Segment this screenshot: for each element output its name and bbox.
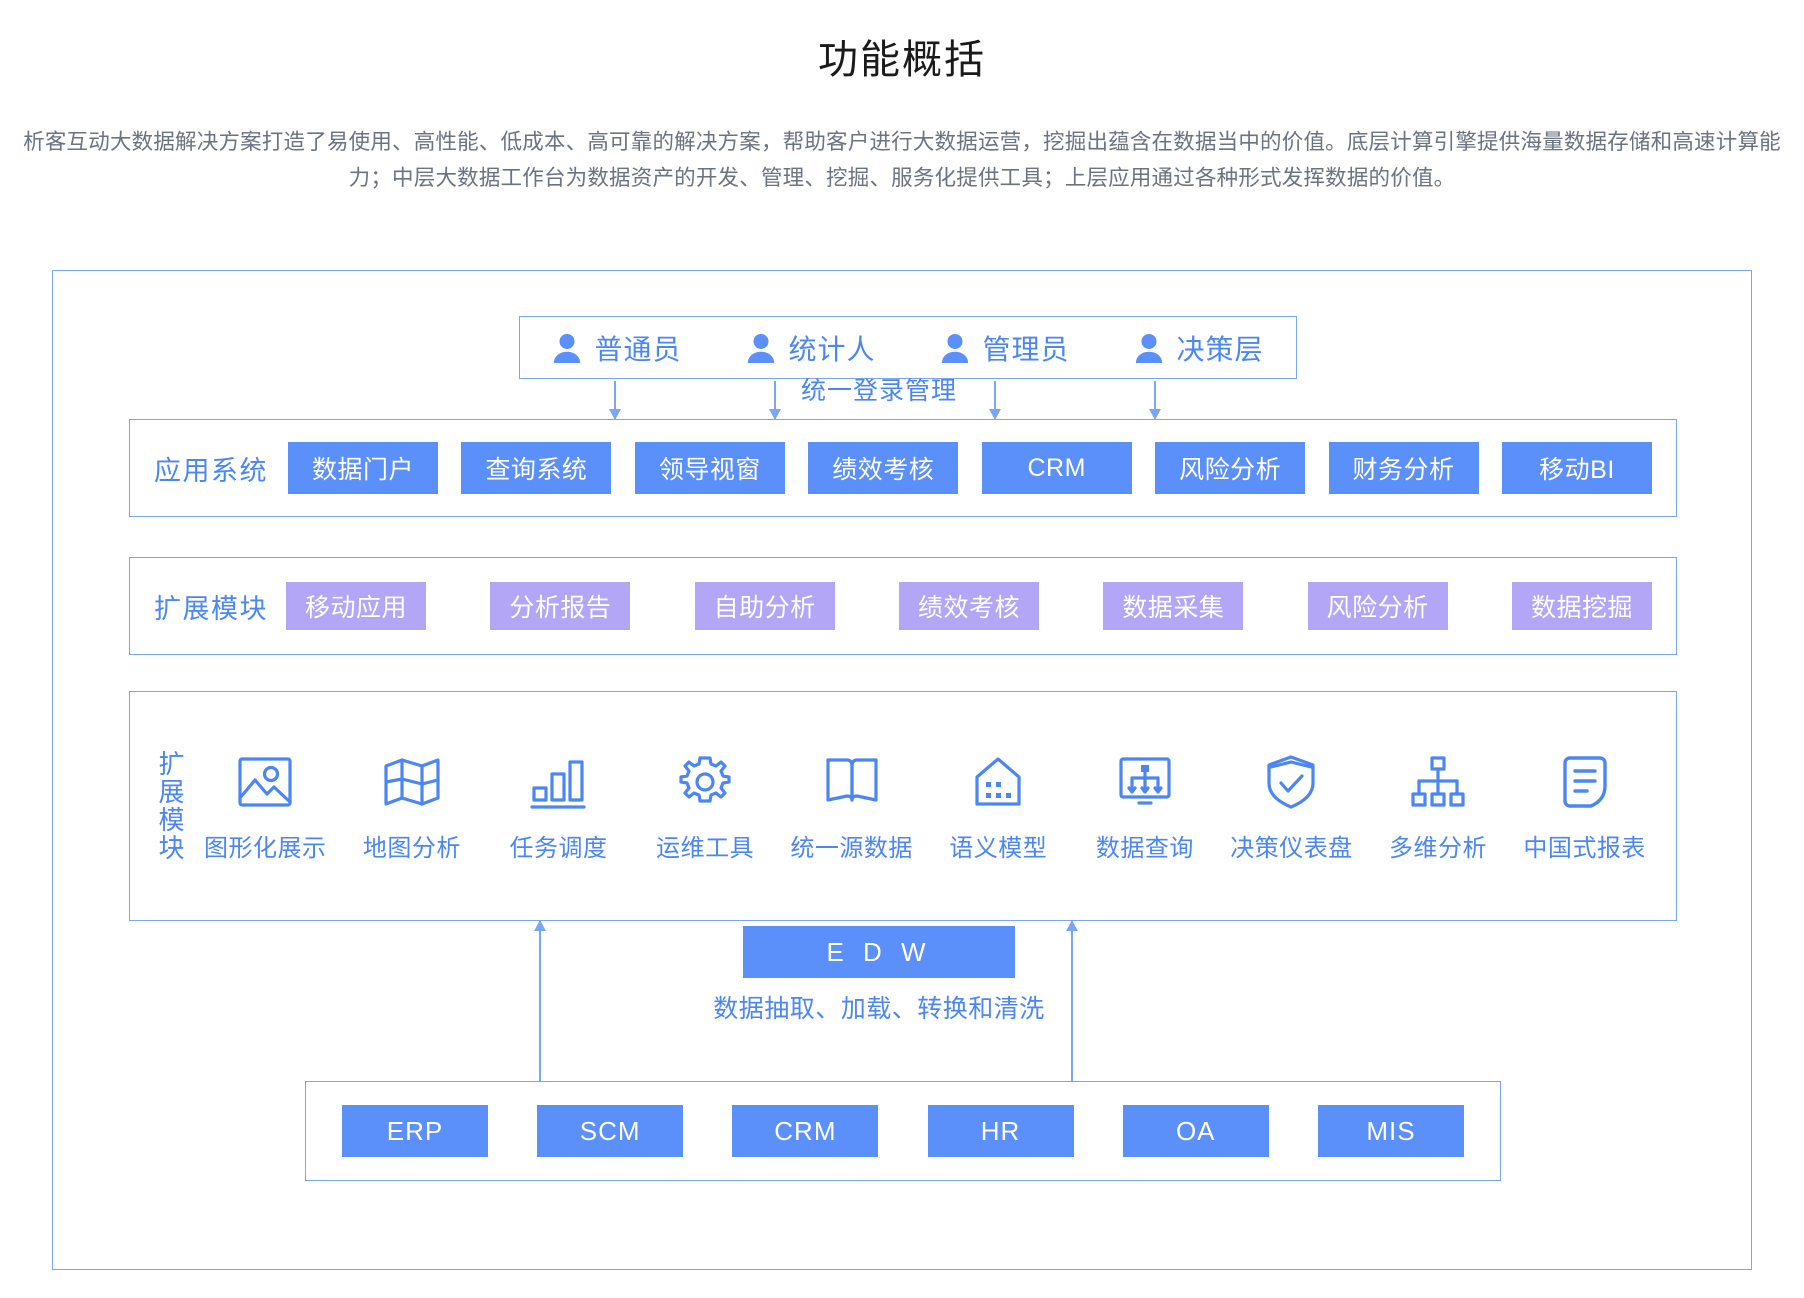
- app-chip-4[interactable]: CRM: [981, 442, 1132, 494]
- etl-arrow-left: [534, 920, 546, 1086]
- roles-bar: 普通员 统计人 管理员: [519, 316, 1297, 379]
- ext-chip-1[interactable]: 分析报告: [490, 582, 631, 630]
- tool-item-0[interactable]: 图形化展示: [199, 750, 331, 863]
- flow-arrow-2: [989, 381, 1001, 420]
- house-icon: [966, 750, 1030, 814]
- flow-arrow-0: [609, 381, 621, 420]
- bar-chart-icon: [526, 750, 590, 814]
- application-layer-band: 应用系统 数据门户 查询系统 领导视窗 绩效考核 CRM 风险分析 财务分析 移…: [129, 419, 1677, 517]
- unified-login-label: 统一登录管理: [801, 377, 958, 405]
- tool-label: 统一源数据: [790, 834, 913, 862]
- image-picture-icon: [233, 750, 297, 814]
- tool-item-6[interactable]: 数据查询: [1079, 750, 1211, 863]
- tool-item-1[interactable]: 地图分析: [346, 750, 478, 863]
- intro-paragraph: 析客互动大数据解决方案打造了易使用、高性能、低成本、高可靠的解决方案，帮助客户进…: [23, 130, 1781, 190]
- tool-item-5[interactable]: 语义模型: [932, 750, 1064, 863]
- source-chip-3[interactable]: HR: [927, 1105, 1074, 1157]
- app-chip-7[interactable]: 移动BI: [1501, 442, 1652, 494]
- page-title: 功能概括: [818, 38, 986, 82]
- role-item-2[interactable]: 管理员: [940, 328, 1069, 368]
- tool-label: 数据查询: [1095, 834, 1194, 862]
- person-icon: [552, 332, 582, 364]
- role-item-1[interactable]: 统计人: [746, 328, 875, 368]
- app-chip-1[interactable]: 查询系统: [461, 442, 612, 494]
- tool-label: 任务调度: [509, 834, 608, 862]
- person-icon: [1134, 332, 1164, 364]
- tool-item-9[interactable]: 中国式报表: [1519, 750, 1651, 863]
- extension-chip-list: 移动应用 分析报告 自助分析 绩效考核 数据采集 风险分析 数据挖掘: [286, 582, 1652, 630]
- ext-chip-5[interactable]: 风险分析: [1307, 582, 1448, 630]
- edw-box: E D W: [743, 926, 1015, 978]
- person-icon: [746, 332, 776, 364]
- architecture-diagram: 普通员 统计人 管理员: [52, 270, 1752, 1270]
- tool-item-3[interactable]: 运维工具: [639, 750, 771, 863]
- tool-label: 地图分析: [362, 834, 461, 862]
- role-item-3[interactable]: 决策层: [1134, 328, 1263, 368]
- tool-label: 决策仪表盘: [1230, 834, 1353, 862]
- tool-label: 语义模型: [949, 834, 1048, 862]
- folded-map-icon: [380, 750, 444, 814]
- tool-item-7[interactable]: 决策仪表盘: [1225, 750, 1357, 863]
- edw-caption: 数据抽取、加载、转换和清洗: [713, 995, 1045, 1023]
- flow-arrow-1: [769, 381, 781, 420]
- app-chip-6[interactable]: 财务分析: [1328, 442, 1479, 494]
- ext-chip-6[interactable]: 数据挖掘: [1511, 582, 1652, 630]
- source-chip-1[interactable]: SCM: [537, 1105, 684, 1157]
- role-item-0[interactable]: 普通员: [552, 328, 681, 368]
- ext-chip-2[interactable]: 自助分析: [694, 582, 835, 630]
- role-label: 决策层: [1176, 333, 1264, 365]
- flow-arrow-3: [1149, 381, 1161, 420]
- document-lines-icon: [1553, 750, 1617, 814]
- source-chip-4[interactable]: OA: [1122, 1105, 1269, 1157]
- source-chip-5[interactable]: MIS: [1317, 1105, 1464, 1157]
- app-chip-3[interactable]: 绩效考核: [808, 442, 959, 494]
- application-chip-list: 数据门户 查询系统 领导视窗 绩效考核 CRM 风险分析 财务分析 移动BI: [288, 442, 1652, 494]
- tool-label: 多维分析: [1389, 834, 1488, 862]
- tools-layer-title: 扩展模块: [155, 750, 185, 862]
- extension-layer-title: 扩展模块: [154, 593, 268, 624]
- etl-arrow-right: [1066, 920, 1078, 1086]
- source-chip-2[interactable]: CRM: [732, 1105, 879, 1157]
- tool-item-8[interactable]: 多维分析: [1372, 750, 1504, 863]
- ext-chip-0[interactable]: 移动应用: [286, 582, 426, 630]
- tool-label: 运维工具: [656, 834, 755, 862]
- open-book-icon: [820, 750, 884, 814]
- app-chip-5[interactable]: 风险分析: [1155, 442, 1306, 494]
- tool-item-2[interactable]: 任务调度: [492, 750, 624, 863]
- gear-icon: [673, 750, 737, 814]
- shield-check-icon: [1259, 750, 1323, 814]
- tool-label: 中国式报表: [1523, 834, 1646, 862]
- monitor-flow-icon: [1113, 750, 1177, 814]
- person-icon: [940, 332, 970, 364]
- role-label: 普通员: [594, 333, 682, 365]
- tool-label: 图形化展示: [204, 834, 327, 862]
- hierarchy-icon: [1406, 750, 1470, 814]
- ext-chip-3[interactable]: 绩效考核: [898, 582, 1039, 630]
- app-chip-2[interactable]: 领导视窗: [634, 442, 785, 494]
- role-label: 统计人: [788, 333, 876, 365]
- tools-icon-grid: 图形化展示 地图分析: [192, 692, 1658, 920]
- role-label: 管理员: [982, 333, 1070, 365]
- app-chip-0[interactable]: 数据门户: [288, 442, 438, 494]
- extension-layer-band: 扩展模块 移动应用 分析报告 自助分析 绩效考核 数据采集 风险分析 数据挖掘: [129, 557, 1677, 655]
- ext-chip-4[interactable]: 数据采集: [1103, 582, 1244, 630]
- source-systems-band: ERP SCM CRM HR OA MIS: [305, 1081, 1501, 1181]
- tool-item-4[interactable]: 统一源数据: [786, 750, 918, 863]
- tools-layer-band: 扩展模块 图形化展示: [129, 691, 1677, 921]
- application-layer-title: 应用系统: [154, 455, 268, 486]
- source-chip-0[interactable]: ERP: [342, 1105, 488, 1157]
